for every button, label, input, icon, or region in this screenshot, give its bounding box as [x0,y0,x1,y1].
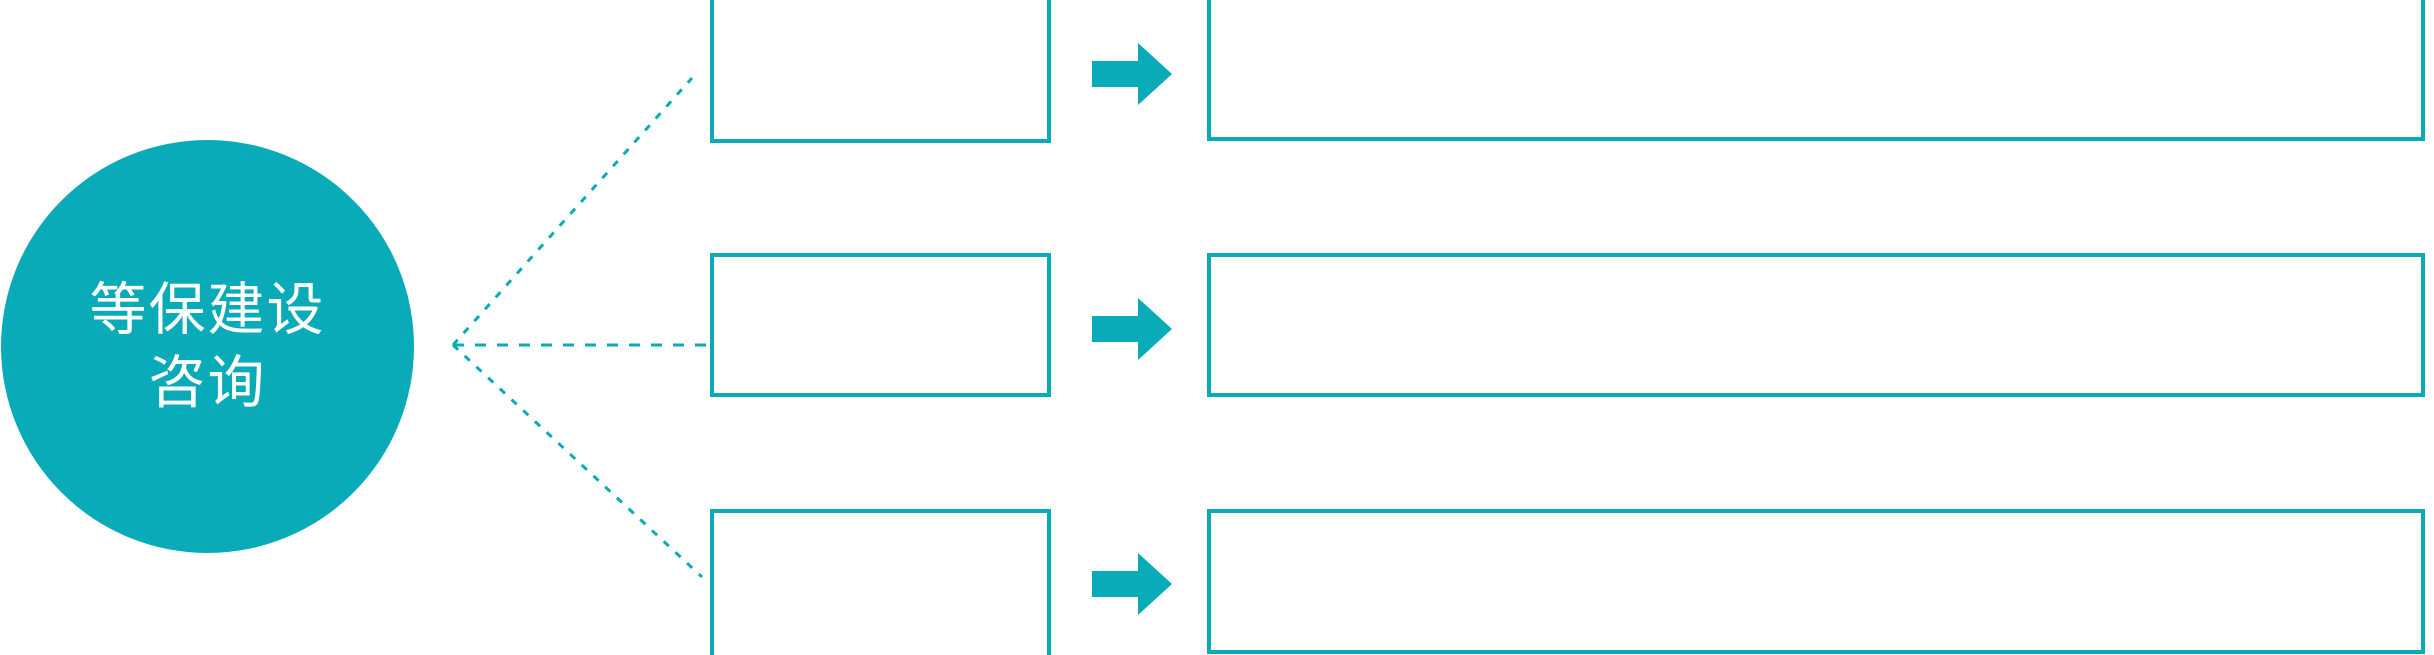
detail-box-2-label [1211,257,2421,285]
stage-box-1[interactable] [710,0,1051,143]
stage-box-1-label [714,0,1047,28]
connector-branch-bottom [451,343,704,579]
detail-box-1[interactable] [1207,0,2425,141]
arrow-right-icon-1 [1092,43,1172,105]
detail-box-1-label [1211,0,2421,28]
stage-box-3[interactable] [710,509,1051,655]
hub-circle[interactable]: 等保建设 咨询 [1,140,414,553]
detail-box-3-label [1211,513,2421,541]
arrow-right-icon-2 [1092,298,1172,360]
arrow-right-icon-3 [1092,553,1172,615]
connector-branch-top [451,76,694,347]
stage-box-2-label [714,257,1047,285]
hub-title-line-2: 咨询 [148,350,267,415]
hub-title-line-1: 等保建设 [89,277,326,342]
detail-box-3[interactable] [1207,509,2425,654]
stage-box-2[interactable] [710,253,1051,397]
detail-box-2[interactable] [1207,253,2425,397]
stage-box-3-label [714,513,1047,541]
